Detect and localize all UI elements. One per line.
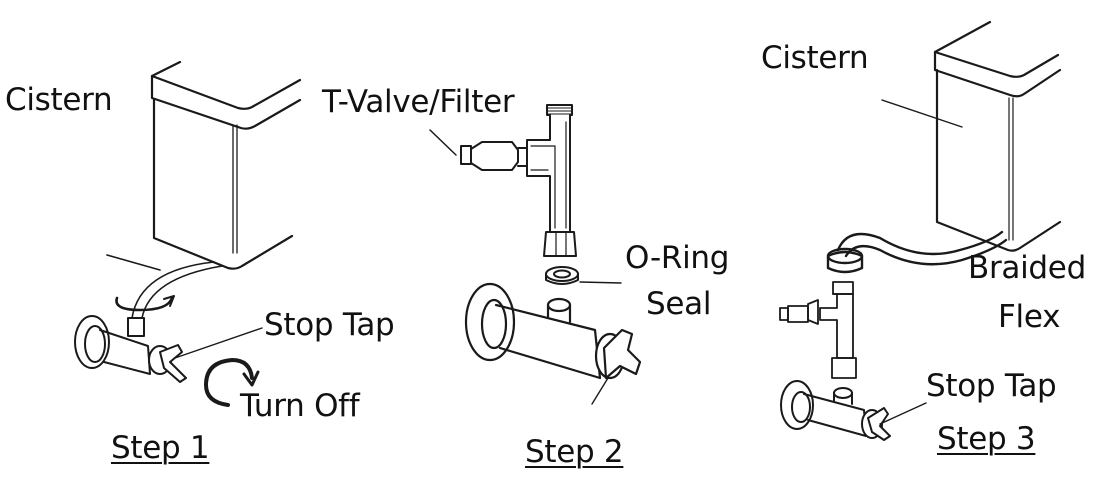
step1-cistern [150,60,302,270]
step3-stop-tap-label: Stop Tap [926,368,1057,404]
step2-stop-tap [464,282,642,405]
step2-o-ring-seal [545,266,622,285]
turn-off-arrow-icon [204,358,260,407]
step2-t-valve [429,104,577,257]
step1-turn-off-label: Turn Off [240,388,360,424]
step3-braided-label-line1: Braided [968,250,1086,286]
step3-cistern-label: Cistern [761,40,869,76]
step2-o-ring-label-line1: O-Ring [625,240,730,276]
step3-heading: Step 3 [937,421,1036,457]
step3-stop-tap [780,380,891,441]
step2-o-ring-label-line2: Seal [646,286,712,322]
step3-braided-flex-hose [826,230,1008,274]
step2-t-valve-label: T-Valve/Filter [322,84,515,120]
step3-cistern [881,20,1062,252]
step2-heading: Step 2 [525,434,624,470]
step3-stop-tap-leader [879,402,927,425]
step1-stop-tap-leader [174,327,263,359]
step1-cistern-label: Cistern [5,82,113,118]
step3-t-valve [779,281,857,379]
step1-stop-tap [74,315,187,383]
step1-stop-tap-label: Stop Tap [264,307,395,343]
step3-braided-label-line2: Flex [998,299,1061,335]
step1-heading: Step 1 [111,430,210,466]
step1-rotate-arrow-icon [115,295,175,312]
